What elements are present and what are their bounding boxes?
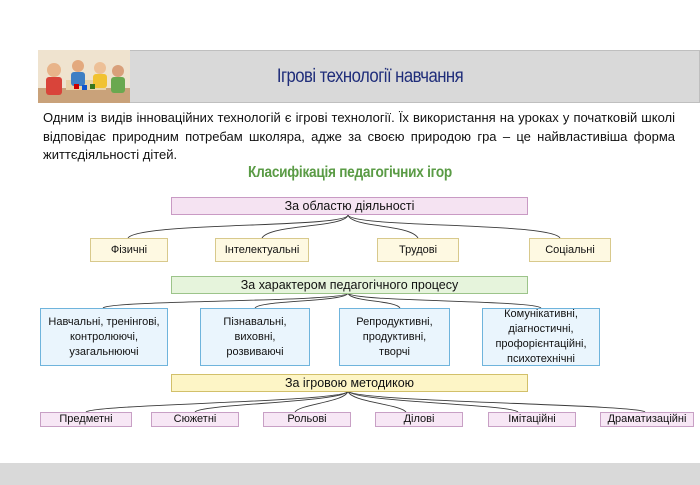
connector-line: [347, 390, 519, 413]
connector-line: [194, 390, 349, 413]
category-game-method: За ігровою методикою: [171, 374, 528, 392]
item-social: Соціальні: [529, 238, 611, 262]
connector-line: [85, 390, 349, 413]
item-intellectual: Інтелектуальні: [215, 238, 309, 262]
intro-paragraph: Одним із видів інноваційних технологій є…: [43, 110, 675, 162]
item-training-control: Навчальні, тренінгові, контролюючі, узаг…: [40, 308, 168, 366]
item-business: Ділові: [375, 412, 463, 427]
category-pedagogical-process: За характером педагогічного процесу: [171, 276, 528, 294]
page-title: Ігрові технології навчання: [276, 65, 464, 87]
diagram-title: Класифікація педагогічних ігор: [248, 164, 452, 181]
item-imitation: Імітаційні: [488, 412, 576, 427]
connector-line: [294, 390, 349, 413]
header-photo-children-playing: [38, 50, 130, 103]
item-communicative-diagnostic: Комунікативні, діагностичні, профорієнта…: [482, 308, 600, 366]
item-subject: Предметні: [40, 412, 132, 427]
connector-line: [102, 292, 349, 309]
item-role: Рольові: [263, 412, 351, 427]
connector-line: [347, 214, 419, 239]
item-labor: Трудові: [377, 238, 459, 262]
connector-line: [347, 292, 401, 309]
connector-line: [261, 214, 349, 239]
category-activity-area: За областю діяльності: [171, 197, 528, 215]
connector-line: [347, 390, 407, 413]
connector-line: [127, 214, 349, 239]
connector-line: [347, 214, 561, 239]
item-cognitive-developing: Пізнавальні, виховні, розвиваючі: [200, 308, 310, 366]
footer-bar: [0, 463, 700, 485]
item-dramatization: Драматизаційні: [600, 412, 694, 427]
item-reproductive-creative: Репродуктивні, продуктивні, творчі: [339, 308, 450, 366]
connector-line: [254, 292, 349, 309]
item-plot: Сюжетні: [151, 412, 239, 427]
header-bar: [38, 50, 700, 103]
connector-line: [347, 292, 542, 309]
item-physical: Фізичні: [90, 238, 168, 262]
connector-line: [347, 390, 646, 413]
